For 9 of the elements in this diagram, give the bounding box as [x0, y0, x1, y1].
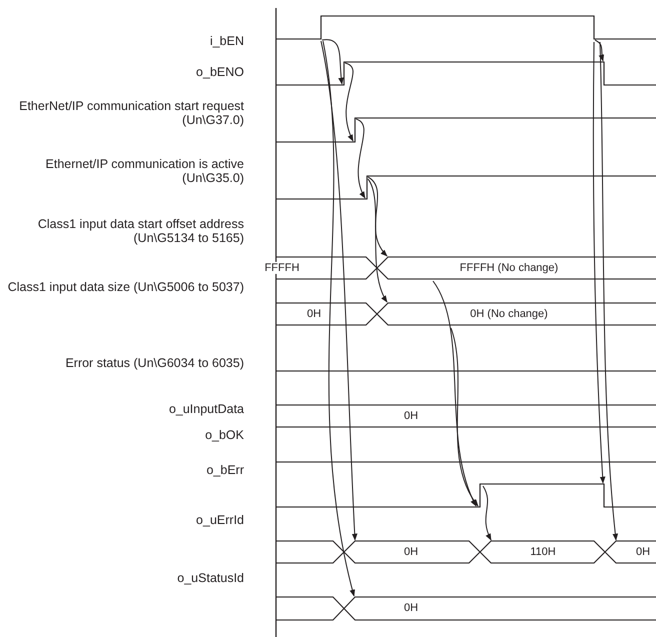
- signal-value: 0H: [402, 410, 420, 422]
- signal-value: 0H: [306, 308, 322, 320]
- signal-value: 0H: [634, 546, 652, 558]
- signal-value: 0H: [402, 546, 420, 558]
- signal-value: 0H: [402, 602, 420, 614]
- signal-value: 110H: [529, 546, 557, 558]
- signal-value: 0H (No change): [469, 308, 549, 320]
- signal-value: FFFFH (No change): [458, 262, 560, 274]
- signal-value: FFFFH: [264, 262, 300, 274]
